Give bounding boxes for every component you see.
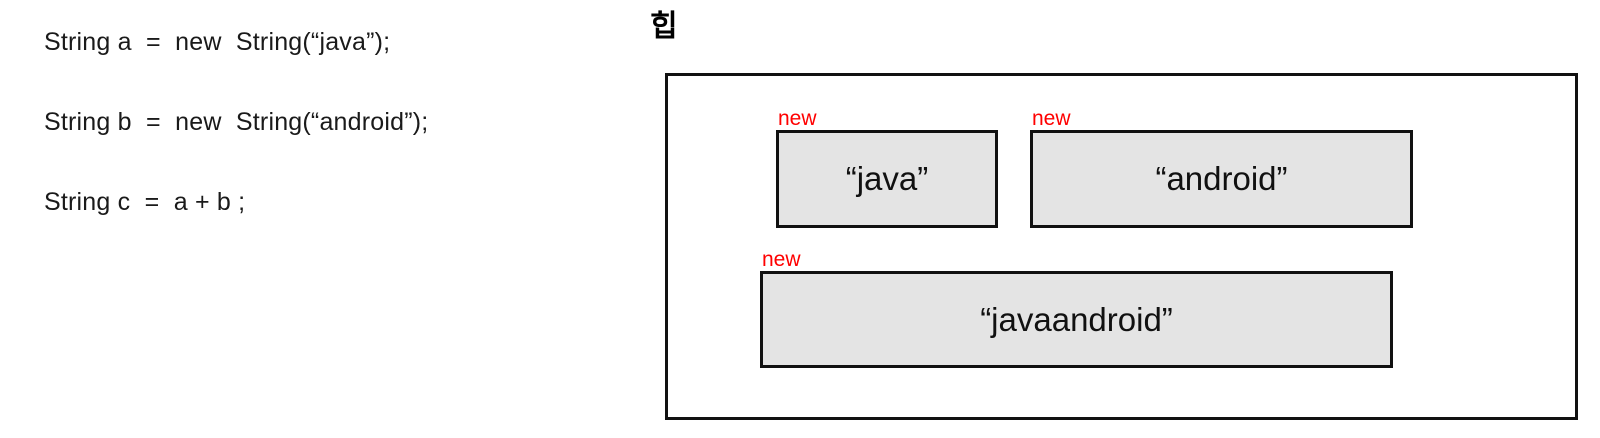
code-line-declare-a: String a = new String(“java”); — [44, 28, 391, 56]
string-object-box: “java” — [776, 130, 998, 228]
string-object-value: “java” — [845, 160, 929, 197]
code-line-declare-b: String b = new String(“android”); — [44, 108, 429, 136]
string-object-value: “android” — [1155, 160, 1288, 197]
code-line-declare-c: String c = a + b ; — [44, 188, 246, 216]
new-keyword-tag: new — [762, 248, 801, 271]
string-object-box: “javaandroid” — [760, 271, 1393, 368]
heap-title-label: 힙 — [650, 10, 678, 43]
heap-object-android: new “android” — [1030, 108, 1413, 228]
string-object-value: “javaandroid” — [980, 300, 1173, 338]
heap-object-javaandroid: new “javaandroid” — [760, 249, 1393, 368]
new-keyword-tag: new — [1032, 107, 1071, 130]
heap-diagram: 힙 new “java” new “android” new “javaandr… — [620, 0, 1600, 438]
code-panel: String a = new String(“java”); String b … — [0, 0, 620, 438]
heap-object-java: new “java” — [776, 108, 998, 228]
string-object-box: “android” — [1030, 130, 1413, 228]
new-keyword-tag: new — [778, 107, 817, 130]
